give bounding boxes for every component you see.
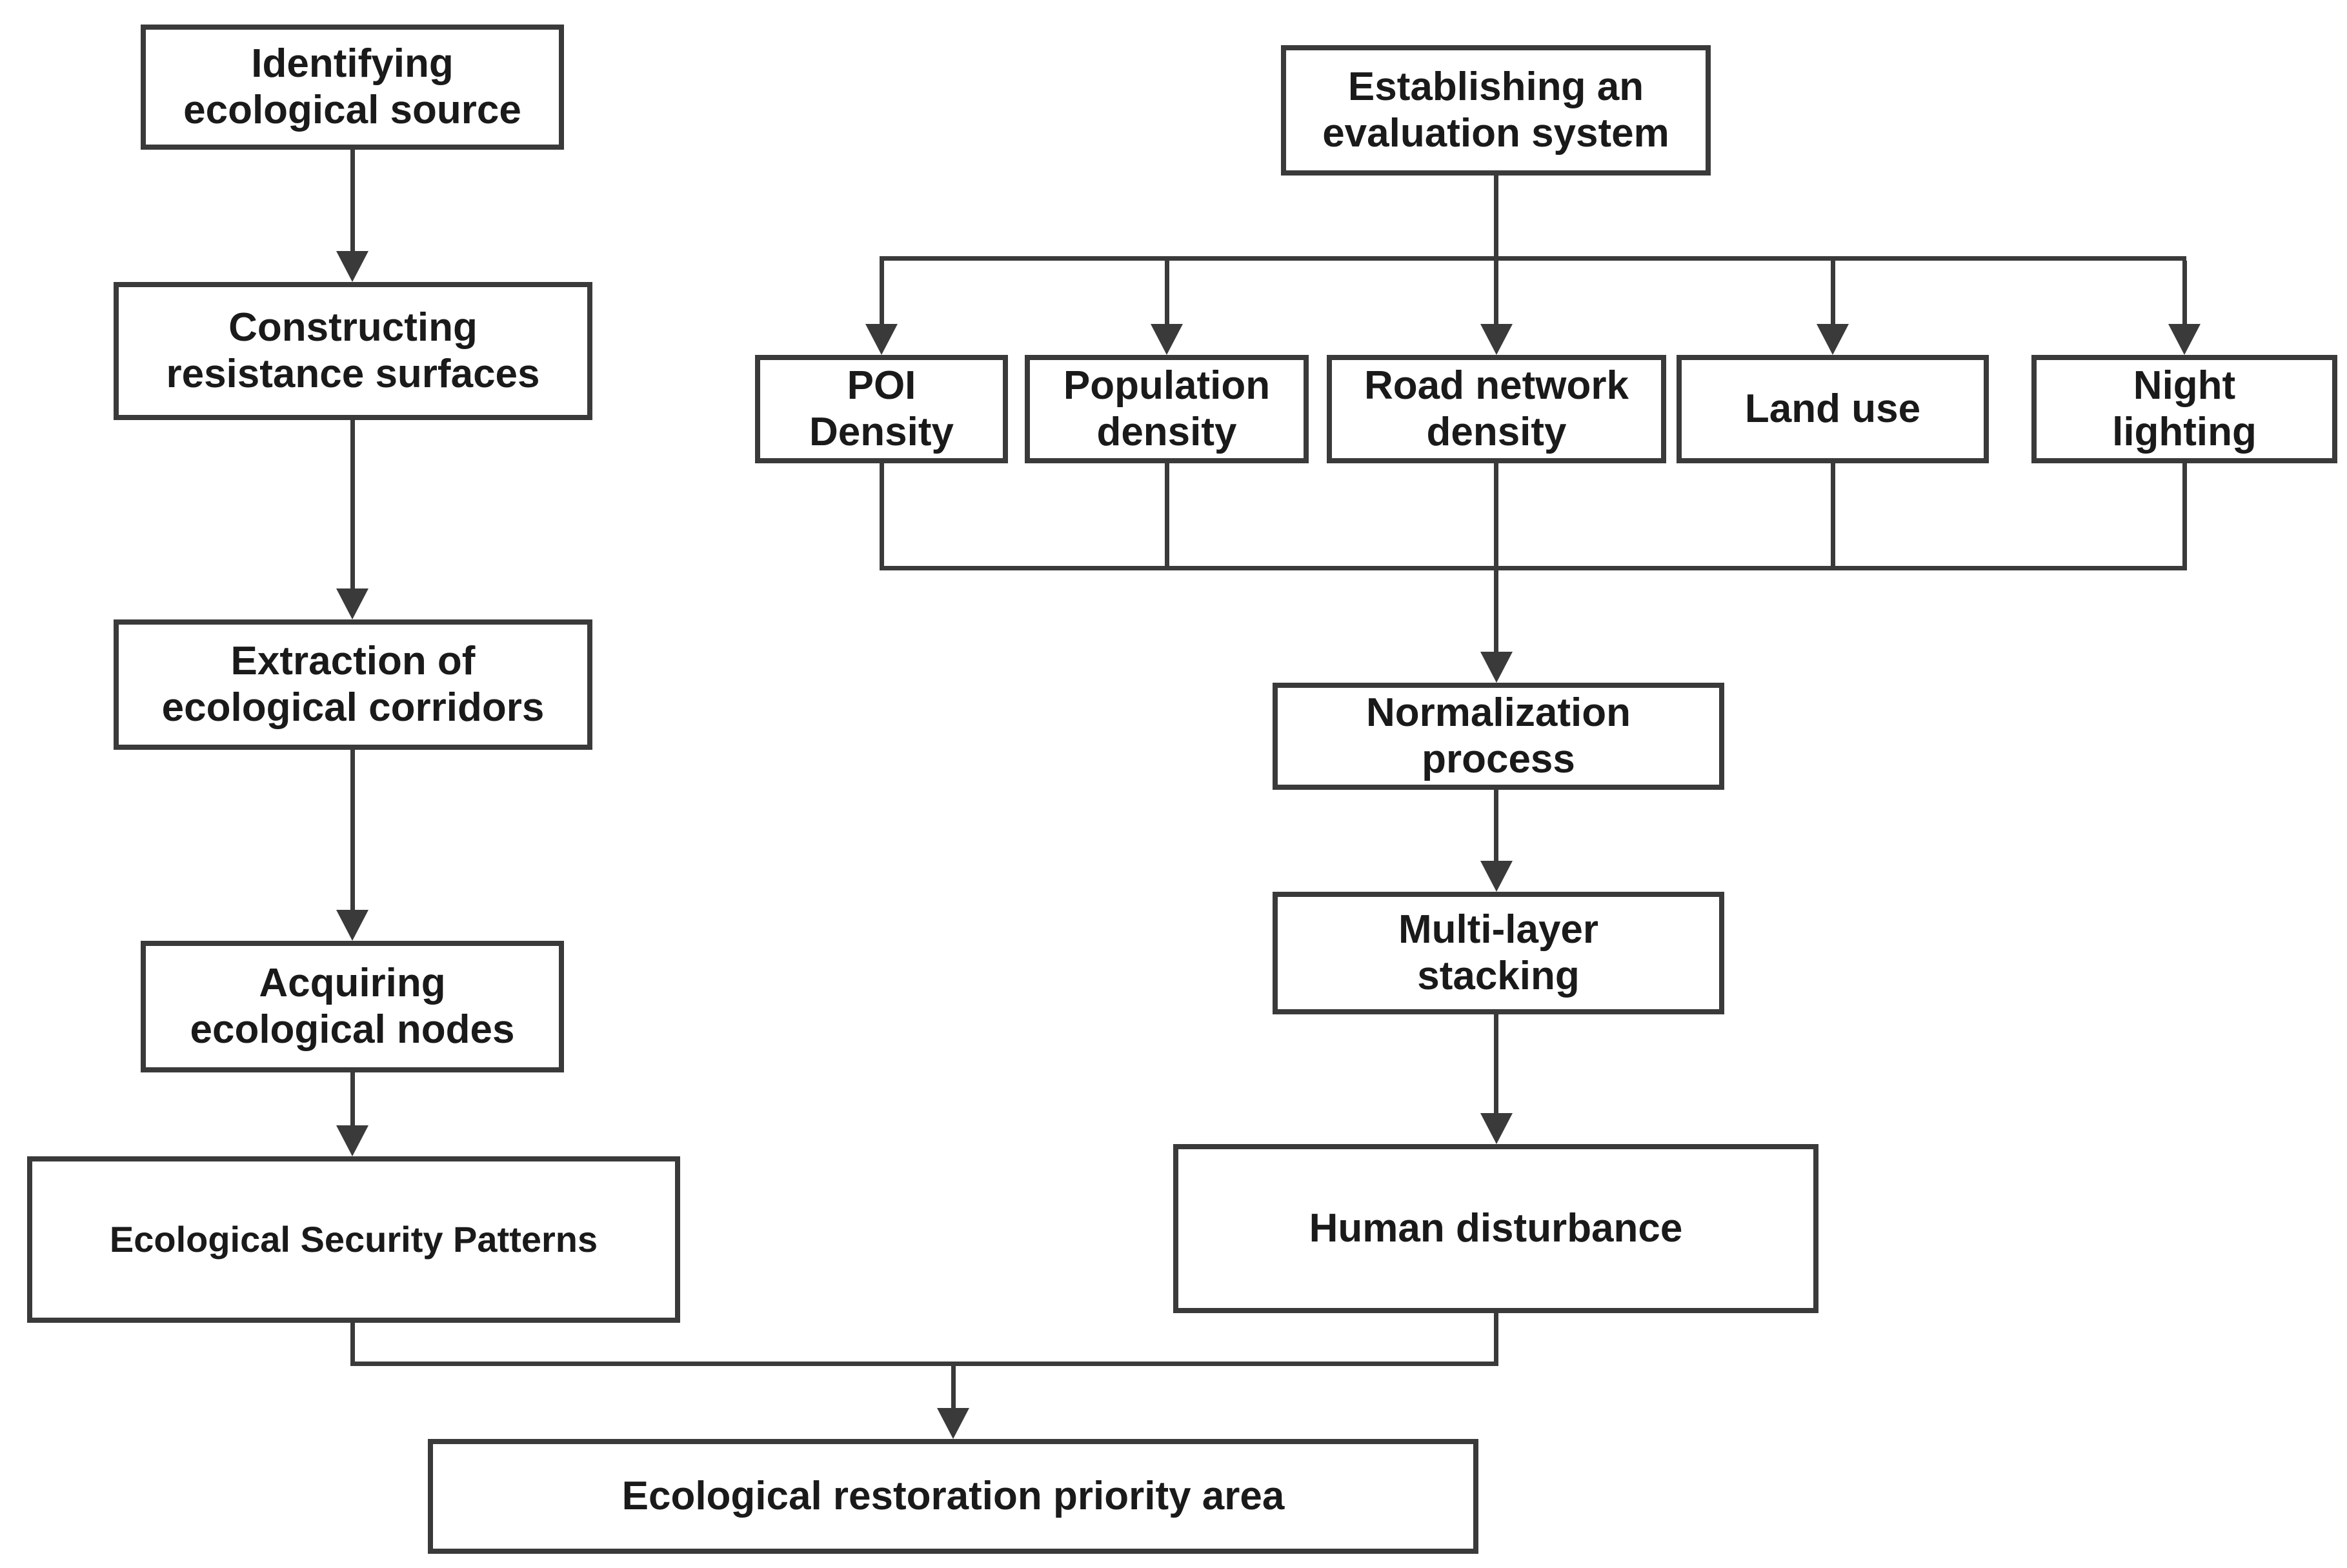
- node-label: POI Density: [809, 363, 954, 454]
- node-label: Ecological restoration priority area: [621, 1474, 1285, 1518]
- connector-root-to-distribution-line: [1494, 174, 1498, 261]
- merge-line: [350, 1362, 1498, 1366]
- connector-merge-to-result: [951, 1366, 956, 1409]
- node-ecological-security-patterns: Ecological Security Patterns: [27, 1156, 680, 1323]
- node-extraction-of-ecological-corridors: Extraction of ecological corridors: [114, 619, 592, 750]
- arrowhead-down-icon: [937, 1408, 969, 1439]
- arrowhead-down-icon: [1480, 861, 1513, 892]
- connector-extraction-to-acquiring: [350, 749, 355, 911]
- node-label: Acquiring ecological nodes: [190, 961, 515, 1052]
- connector-collector-to-normalization: [1494, 570, 1498, 653]
- stub-poi-density: [880, 462, 884, 570]
- connector-multilayer-to-human-disturbance: [1494, 1013, 1498, 1114]
- connector-constructing-to-extraction: [350, 419, 355, 590]
- arrowhead-down-icon: [336, 910, 368, 941]
- node-label: Constructing resistance surfaces: [166, 305, 540, 396]
- arrowhead-down-icon: [336, 1125, 368, 1156]
- stub-night-lighting: [2182, 462, 2187, 570]
- node-label: Population density: [1063, 363, 1271, 454]
- node-label: Extraction of ecological corridors: [161, 639, 545, 730]
- node-night-lighting: Night lighting: [2031, 355, 2337, 463]
- node-acquiring-ecological-nodes: Acquiring ecological nodes: [141, 941, 564, 1072]
- node-population-density: Population density: [1025, 355, 1309, 463]
- connector-to-road-network-density: [1494, 261, 1498, 325]
- arrowhead-down-icon: [336, 588, 368, 619]
- node-label: Land use: [1744, 387, 1921, 431]
- stub-population-density: [1165, 462, 1169, 570]
- node-ecological-restoration-priority-area: Ecological restoration priority area: [428, 1439, 1478, 1554]
- connector-to-land-use: [1831, 261, 1835, 325]
- node-multi-layer-stacking: Multi-layer stacking: [1273, 892, 1724, 1014]
- node-label: Normalization process: [1366, 690, 1631, 781]
- node-human-disturbance: Human disturbance: [1173, 1144, 1818, 1313]
- node-land-use: Land use: [1677, 355, 1989, 463]
- arrowhead-down-icon: [1151, 324, 1183, 355]
- arrowhead-down-icon: [336, 251, 368, 282]
- arrowhead-down-icon: [1480, 324, 1513, 355]
- node-identifying-ecological-source: Identifying ecological source: [141, 25, 564, 150]
- node-constructing-resistance-surfaces: Constructing resistance surfaces: [114, 282, 592, 420]
- connector-acquiring-to-esp: [350, 1071, 355, 1127]
- node-label: Human disturbance: [1309, 1206, 1683, 1251]
- connector-normalization-to-multilayer: [1494, 789, 1498, 862]
- node-label: Road network density: [1364, 363, 1629, 454]
- node-label: Ecological Security Patterns: [109, 1219, 598, 1260]
- node-label: Night lighting: [2112, 363, 2257, 454]
- arrowhead-down-icon: [865, 324, 898, 355]
- connector-human-disturbance-to-merge-line: [1494, 1312, 1498, 1366]
- node-label: Establishing an evaluation system: [1322, 65, 1669, 156]
- connector-identifying-to-constructing: [350, 150, 355, 253]
- connector-esp-to-merge-line: [350, 1322, 355, 1366]
- node-road-network-density: Road network density: [1327, 355, 1666, 463]
- connector-to-population-density: [1165, 261, 1169, 325]
- arrowhead-down-icon: [1480, 652, 1513, 683]
- node-label: Identifying ecological source: [183, 41, 521, 132]
- node-poi-density: POI Density: [755, 355, 1008, 463]
- node-establishing-evaluation-system: Establishing an evaluation system: [1281, 45, 1711, 176]
- collector-line: [880, 566, 2186, 570]
- arrowhead-down-icon: [1817, 324, 1849, 355]
- connector-to-poi-density: [880, 261, 884, 325]
- arrowhead-down-icon: [2168, 324, 2201, 355]
- stub-road-network-density: [1494, 462, 1498, 570]
- arrowhead-down-icon: [1480, 1113, 1513, 1144]
- connector-to-night-lighting: [2182, 261, 2187, 325]
- node-normalization-process: Normalization process: [1273, 683, 1724, 790]
- distribution-line: [880, 256, 2186, 261]
- node-label: Multi-layer stacking: [1398, 907, 1599, 998]
- stub-land-use: [1831, 462, 1835, 570]
